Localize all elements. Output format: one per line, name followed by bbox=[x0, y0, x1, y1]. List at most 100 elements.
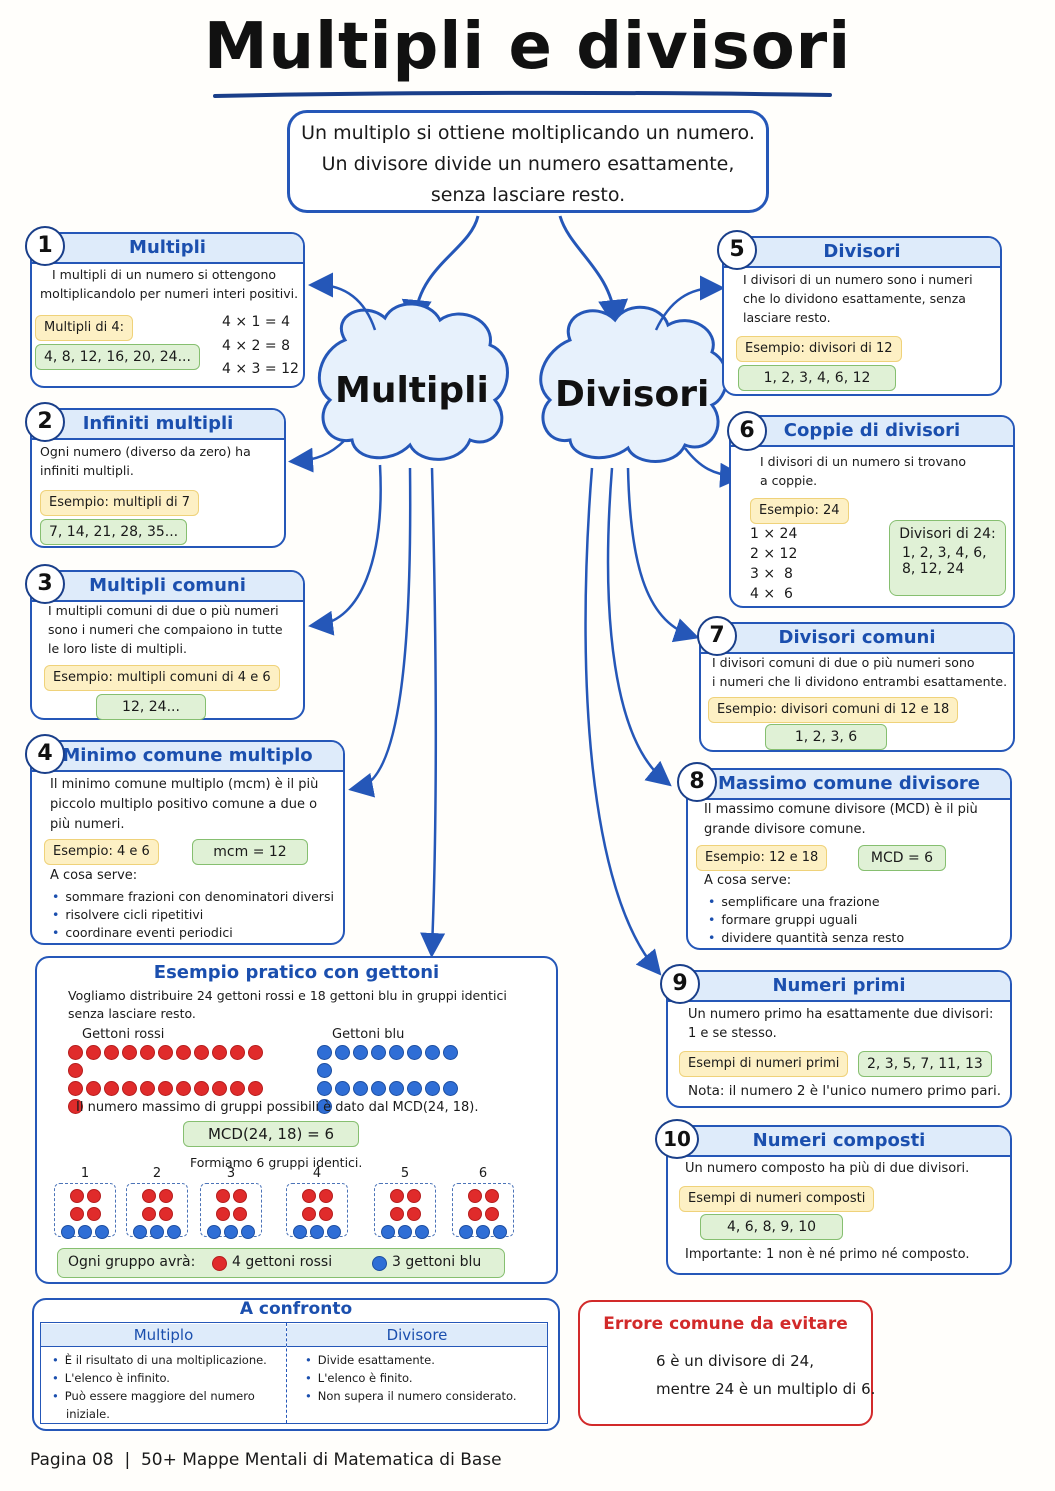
uses-title: A cosa serve: bbox=[704, 873, 792, 888]
card-text: I multipli di un numero si ottengono bbox=[52, 267, 277, 282]
blue-token bbox=[381, 1225, 395, 1239]
red-token bbox=[467, 1189, 482, 1203]
card-title: Coppie di divisori bbox=[731, 417, 1013, 447]
mcd-text: Il numero massimo di gruppi possibili è … bbox=[76, 1100, 479, 1115]
comparison-table bbox=[40, 1322, 548, 1424]
red-token bbox=[69, 1189, 84, 1203]
card-title: Infiniti multipli bbox=[32, 410, 284, 440]
blue-token bbox=[61, 1225, 75, 1239]
intro-line-3: senza lasciare resto. bbox=[430, 184, 626, 206]
red-token bbox=[85, 1045, 101, 1060]
blue-token bbox=[316, 1099, 332, 1114]
example-label: Esempio: 24 bbox=[750, 498, 849, 524]
example-title: Esempio pratico con gettoni bbox=[153, 962, 440, 983]
error-title: Errore comune da evitare bbox=[603, 1314, 848, 1334]
red-token bbox=[157, 1045, 173, 1060]
card-title: Multipli bbox=[32, 234, 303, 264]
red-token bbox=[67, 1081, 83, 1096]
blue-token bbox=[327, 1225, 341, 1239]
group-label: 5 bbox=[400, 1166, 410, 1181]
use-item: dividere quantità senza resto bbox=[708, 928, 904, 947]
card-text: sono i numeri che compaiono in tutte bbox=[48, 622, 283, 637]
card-text: piccolo multiplo positivo comune a due o bbox=[50, 797, 318, 812]
red-token bbox=[67, 1063, 83, 1078]
card-text: che lo dividono esattamente, senza bbox=[743, 291, 966, 306]
card-text: I multipli comuni di due o più numeri bbox=[48, 603, 279, 618]
red-tokens bbox=[66, 1045, 266, 1117]
divisors-box-values: 1, 2, 3, 4, 6, bbox=[902, 545, 987, 561]
blue-token bbox=[424, 1081, 440, 1096]
example-text: senza lasciare resto. bbox=[68, 1006, 196, 1021]
blue-token bbox=[398, 1225, 412, 1239]
card-text: I divisori comuni di due o più numeri so… bbox=[712, 655, 975, 670]
red-token bbox=[175, 1045, 191, 1060]
red-token bbox=[139, 1081, 155, 1096]
card-number: 8 bbox=[677, 762, 717, 802]
example-values: 1, 2, 3, 4, 6, 12 bbox=[738, 365, 896, 391]
red-token bbox=[229, 1045, 245, 1060]
footer: Pagina 08 | 50+ Mappe Mentali di Matemat… bbox=[30, 1450, 502, 1470]
red-token bbox=[193, 1045, 209, 1060]
card-number: 5 bbox=[717, 230, 757, 270]
red-tokens-label: Gettoni rossi bbox=[82, 1027, 165, 1042]
red-token bbox=[103, 1045, 119, 1060]
page-title: Multipli e divisori bbox=[203, 10, 852, 84]
red-token bbox=[121, 1045, 137, 1060]
error-line: 6 è un divisore di 24, bbox=[656, 1352, 814, 1370]
card-text: Un numero composto ha più di due divisor… bbox=[685, 1161, 970, 1176]
red-token bbox=[318, 1207, 333, 1221]
card-text: I divisori di un numero sono i numeri bbox=[743, 272, 973, 287]
blue-token bbox=[334, 1045, 350, 1060]
blue-token bbox=[406, 1081, 422, 1096]
operation: 4 × 1 = 4 bbox=[222, 314, 290, 330]
operation: 4 × 3 = 12 bbox=[222, 361, 299, 377]
example-values: 4, 6, 8, 9, 10 bbox=[700, 1214, 843, 1240]
blue-token bbox=[442, 1081, 458, 1096]
table-divider bbox=[286, 1323, 287, 1423]
group-summary: Ogni gruppo avrà: 4 gettoni rossi 3 gett… bbox=[57, 1248, 505, 1278]
card-title: Divisori bbox=[724, 238, 1000, 268]
blue-token bbox=[415, 1225, 429, 1239]
blue-token bbox=[352, 1081, 368, 1096]
comparison-item: Può essere maggiore del numero bbox=[52, 1387, 255, 1405]
use-item: semplificare una frazione bbox=[708, 892, 879, 911]
error-line: mentre 24 è un multiplo di 6. bbox=[656, 1380, 876, 1398]
red-token bbox=[406, 1189, 421, 1203]
example-label: Esempio: multipli di 7 bbox=[40, 490, 200, 516]
example-values: 2, 3, 5, 7, 11, 13 bbox=[858, 1051, 992, 1077]
summary-label: Ogni gruppo avrà: bbox=[68, 1254, 196, 1270]
example-values: MCD = 6 bbox=[858, 845, 946, 871]
red-token bbox=[229, 1081, 245, 1096]
token-group bbox=[374, 1183, 436, 1239]
example-values: 12, 24... bbox=[96, 694, 206, 720]
card-text: Un numero primo ha esattamente due divis… bbox=[688, 1007, 994, 1022]
blue-token bbox=[293, 1225, 307, 1239]
example-label: Multipli di 4: bbox=[35, 315, 134, 341]
group-label: 2 bbox=[152, 1166, 162, 1181]
card-text: lasciare resto. bbox=[743, 310, 831, 325]
intro-line-2: Un divisore divide un numero esattamente… bbox=[321, 153, 735, 175]
card-title: Minimo comune multiplo bbox=[32, 742, 343, 772]
card-title: Numeri primi bbox=[668, 972, 1010, 1002]
comparison-item: L'elenco è infinito. bbox=[52, 1369, 170, 1387]
red-token bbox=[175, 1081, 191, 1096]
red-token bbox=[318, 1189, 333, 1203]
comparison-item: È il risultato di una moltiplicazione. bbox=[52, 1351, 267, 1369]
card-number: 3 bbox=[25, 564, 65, 604]
red-token bbox=[215, 1189, 230, 1203]
red-token bbox=[86, 1207, 101, 1221]
blue-token bbox=[370, 1081, 386, 1096]
red-token bbox=[193, 1081, 209, 1096]
red-token bbox=[103, 1081, 119, 1096]
card-text: le loro liste di multipli. bbox=[48, 641, 187, 656]
card-number: 4 bbox=[25, 734, 65, 774]
example-values: 4, 8, 12, 16, 20, 24... bbox=[35, 344, 200, 370]
card-number: 7 bbox=[697, 616, 737, 656]
blue-token bbox=[406, 1045, 422, 1060]
token-group bbox=[286, 1183, 348, 1239]
blue-token bbox=[150, 1225, 164, 1239]
comparison-item: L'elenco è finito. bbox=[305, 1369, 413, 1387]
card-text: i numeri che li dividono entrambi esatta… bbox=[712, 674, 1008, 689]
error-box bbox=[578, 1300, 873, 1426]
red-token bbox=[139, 1045, 155, 1060]
